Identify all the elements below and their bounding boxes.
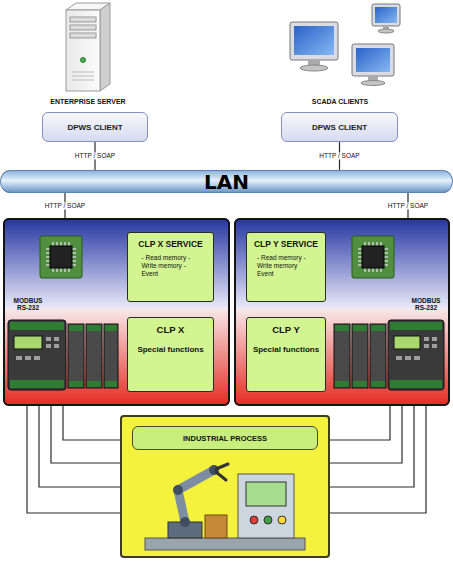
plc-module	[352, 324, 368, 388]
box-title: CLP X SERVICE	[138, 239, 202, 249]
machine-floor	[145, 538, 305, 550]
box-title: DPWS CLIENT	[67, 123, 122, 132]
plc-unit	[388, 320, 444, 390]
box-title: MODBUS RS-232	[406, 297, 446, 312]
edge-label: HTTP / SOAP	[73, 152, 117, 159]
chip-body	[50, 246, 72, 268]
plc-terminal	[390, 380, 442, 388]
robot-joint	[173, 485, 183, 495]
machine-button	[278, 516, 286, 524]
machine-button	[250, 516, 258, 524]
plc-display	[394, 336, 420, 349]
box-title: DPWS CLIENT	[312, 123, 367, 132]
robot-gripper	[216, 464, 228, 480]
box-body: - Read memory - Write memory - Event	[142, 254, 200, 277]
service-box: CLP X SERVICE - Read memory - Write memor…	[127, 232, 214, 302]
box-title: CLP Y	[272, 324, 300, 335]
plc-module	[334, 324, 350, 388]
process-box: INDUSTRIAL PROCESS	[120, 415, 330, 558]
machine-screen	[246, 482, 286, 506]
plc-terminal	[10, 322, 64, 330]
plc-terminal	[335, 325, 385, 387]
controller-panel: MODBUS RS-232 CLP Y SERVICE - Read memory …	[234, 218, 450, 406]
monitor-screen	[356, 48, 390, 72]
controller-panel: MODBUS RS-232 CLP X SERVICE - Read memory …	[3, 218, 230, 406]
panel-ground	[3, 218, 230, 406]
server-bay	[70, 33, 96, 38]
chip-body	[362, 246, 384, 268]
box-body: - Read memory - Write memory Event	[257, 254, 315, 277]
machine-cabinet	[238, 474, 294, 538]
box-body: Special functions	[137, 345, 203, 355]
service-box: CLP X Special functions	[127, 317, 214, 392]
connector	[330, 406, 426, 513]
device-label: SCADA CLIENTS	[312, 98, 369, 105]
process-ground	[120, 415, 330, 558]
server-side	[100, 3, 110, 91]
box-title: LAN	[204, 172, 249, 192]
box-body: Special functions	[253, 345, 319, 355]
device-label: ENTERPRISE SERVER	[50, 98, 125, 105]
plc-terminal	[69, 325, 117, 387]
chip-pins	[46, 242, 76, 272]
service-box: CLP Y Special functions	[246, 317, 326, 392]
monitor-base	[361, 81, 385, 86]
client-box: DPWS CLIENT	[281, 112, 398, 142]
connector	[27, 406, 120, 513]
monitor-frame	[352, 44, 394, 76]
box-title: MODBUS RS-232	[8, 297, 48, 312]
box-title: CLP Y SERVICE	[254, 239, 318, 249]
plc-module	[104, 324, 118, 388]
monitor-base	[378, 29, 394, 33]
service-box: CLP Y SERVICE - Read memory - Write memor…	[246, 232, 326, 302]
machine-button	[264, 516, 272, 524]
chip-pins	[358, 242, 388, 272]
edge-label: HTTP / SOAP	[317, 152, 361, 159]
workpiece	[205, 515, 227, 538]
edge-label: HTTP / SOAP	[386, 202, 430, 209]
plc-display	[14, 336, 42, 349]
chip-board	[352, 236, 394, 278]
plc-module	[86, 324, 102, 388]
plc-unit	[8, 320, 66, 390]
plc-terminal	[390, 322, 442, 330]
monitor-screen	[375, 7, 397, 23]
plc-keys	[16, 337, 59, 360]
panel-ground	[234, 218, 450, 406]
plc-module	[68, 324, 84, 388]
robot-joint	[180, 517, 190, 527]
network-bus: LAN	[0, 170, 453, 193]
server-bay	[70, 17, 96, 22]
monitor-frame	[372, 4, 400, 26]
edge-label: HTTP / SOAP	[43, 202, 87, 209]
server-vent	[72, 72, 94, 80]
chip-board	[40, 236, 82, 278]
monitor-base	[300, 65, 328, 71]
monitor-screen	[294, 26, 334, 55]
plc-terminal	[10, 380, 64, 388]
server-bay	[70, 25, 96, 30]
monitor-frame	[290, 22, 338, 60]
plc-module	[370, 324, 386, 388]
plc-keys	[396, 337, 437, 360]
box-title: CLP X	[157, 324, 185, 335]
client-box: DPWS CLIENT	[42, 112, 148, 142]
robot-arm	[178, 470, 214, 522]
server-front	[66, 10, 100, 91]
server-led	[81, 58, 86, 63]
box-title: INDUSTRIAL PROCESS	[132, 426, 318, 450]
